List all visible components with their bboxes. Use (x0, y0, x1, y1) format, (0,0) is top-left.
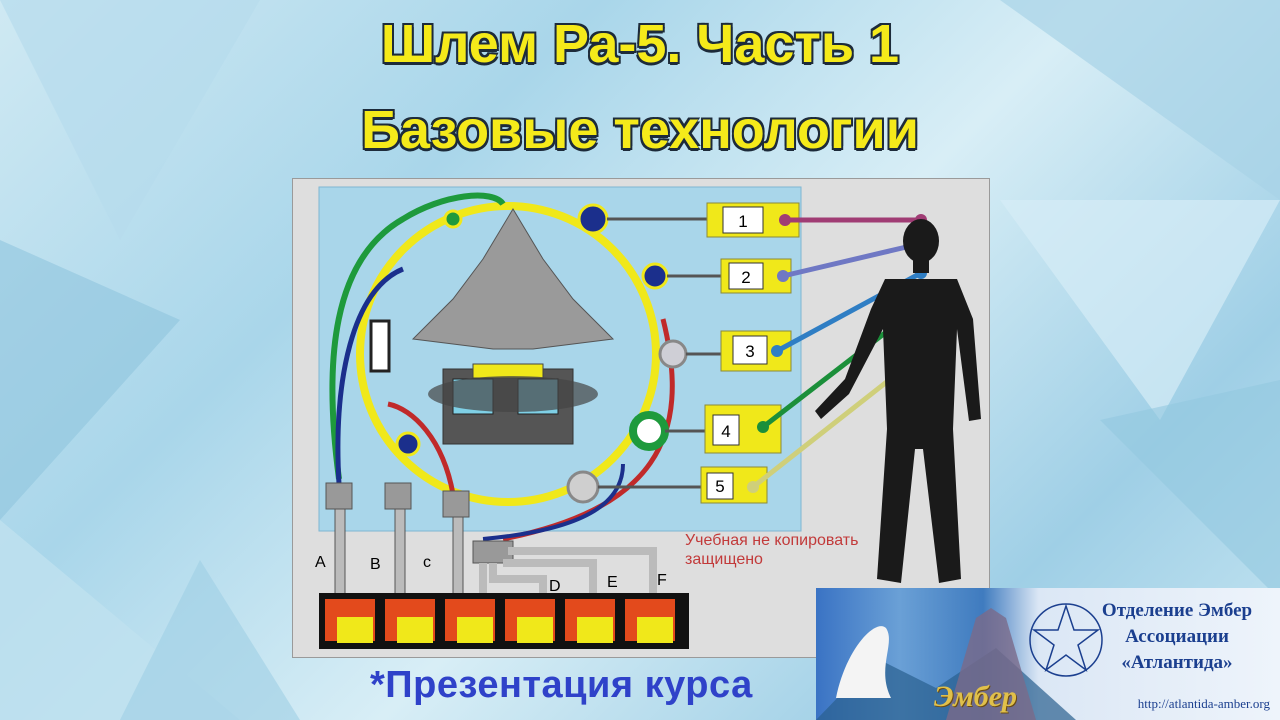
castle-icon (946, 608, 1036, 720)
box-4-label: 4 (721, 422, 730, 441)
node-2 (641, 262, 669, 290)
watermark-text: Учебная не копировать защищено (685, 532, 859, 568)
node-4 (629, 411, 669, 451)
title-line-2: Базовые технологии (361, 100, 919, 160)
unicorn-icon (836, 626, 891, 698)
box-5-label: 5 (715, 477, 724, 496)
bottom-sockets (325, 599, 675, 643)
yellow-ring (356, 202, 660, 506)
node-3 (658, 339, 688, 369)
banner-org-name: Отделение Эмбер Ассоциации «Атлантида» (1082, 598, 1272, 676)
title-line-1: Шлем Ра-5. Часть 1 (380, 14, 900, 74)
navy-wire (335, 266, 404, 485)
box-1-label: 1 (738, 212, 747, 231)
channel-d: D (549, 578, 561, 595)
channel-e: E (607, 574, 618, 591)
node-5 (566, 470, 600, 504)
diagram-panel: 1 2 3 4 5 (292, 178, 990, 658)
banner-line-3: «Атлантида» (1121, 652, 1233, 673)
channel-b: B (370, 556, 381, 573)
star-seal-icon (1029, 603, 1103, 677)
node-1 (577, 203, 609, 235)
organization-banner[interactable]: Отделение Эмбер Ассоциации «Атлантида» Э… (816, 588, 1280, 720)
channel-a: A (315, 554, 326, 571)
banner-brand: Эмбер (934, 680, 1017, 713)
human-figure (815, 219, 981, 583)
box-2-label: 2 (741, 268, 750, 287)
channel-f: F (657, 572, 667, 589)
banner-line-1: Отделение Эмбер (1101, 600, 1253, 621)
green-wire (329, 192, 506, 480)
banner-line-2: Ассоциации (1125, 626, 1229, 647)
red-wire-left (387, 401, 456, 495)
helmet-body (411, 208, 615, 350)
navy-wire-bottom (482, 463, 625, 541)
channel-c: c (423, 554, 431, 571)
helmet-diagram: 1 2 3 4 5 (315, 186, 981, 649)
banner-url[interactable]: http://atlantida-amber.org (1137, 696, 1270, 711)
banner-art (816, 603, 1103, 720)
side-gauge (369, 319, 391, 373)
course-caption: *Презентация курса (370, 664, 753, 706)
box-3-label: 3 (745, 342, 754, 361)
